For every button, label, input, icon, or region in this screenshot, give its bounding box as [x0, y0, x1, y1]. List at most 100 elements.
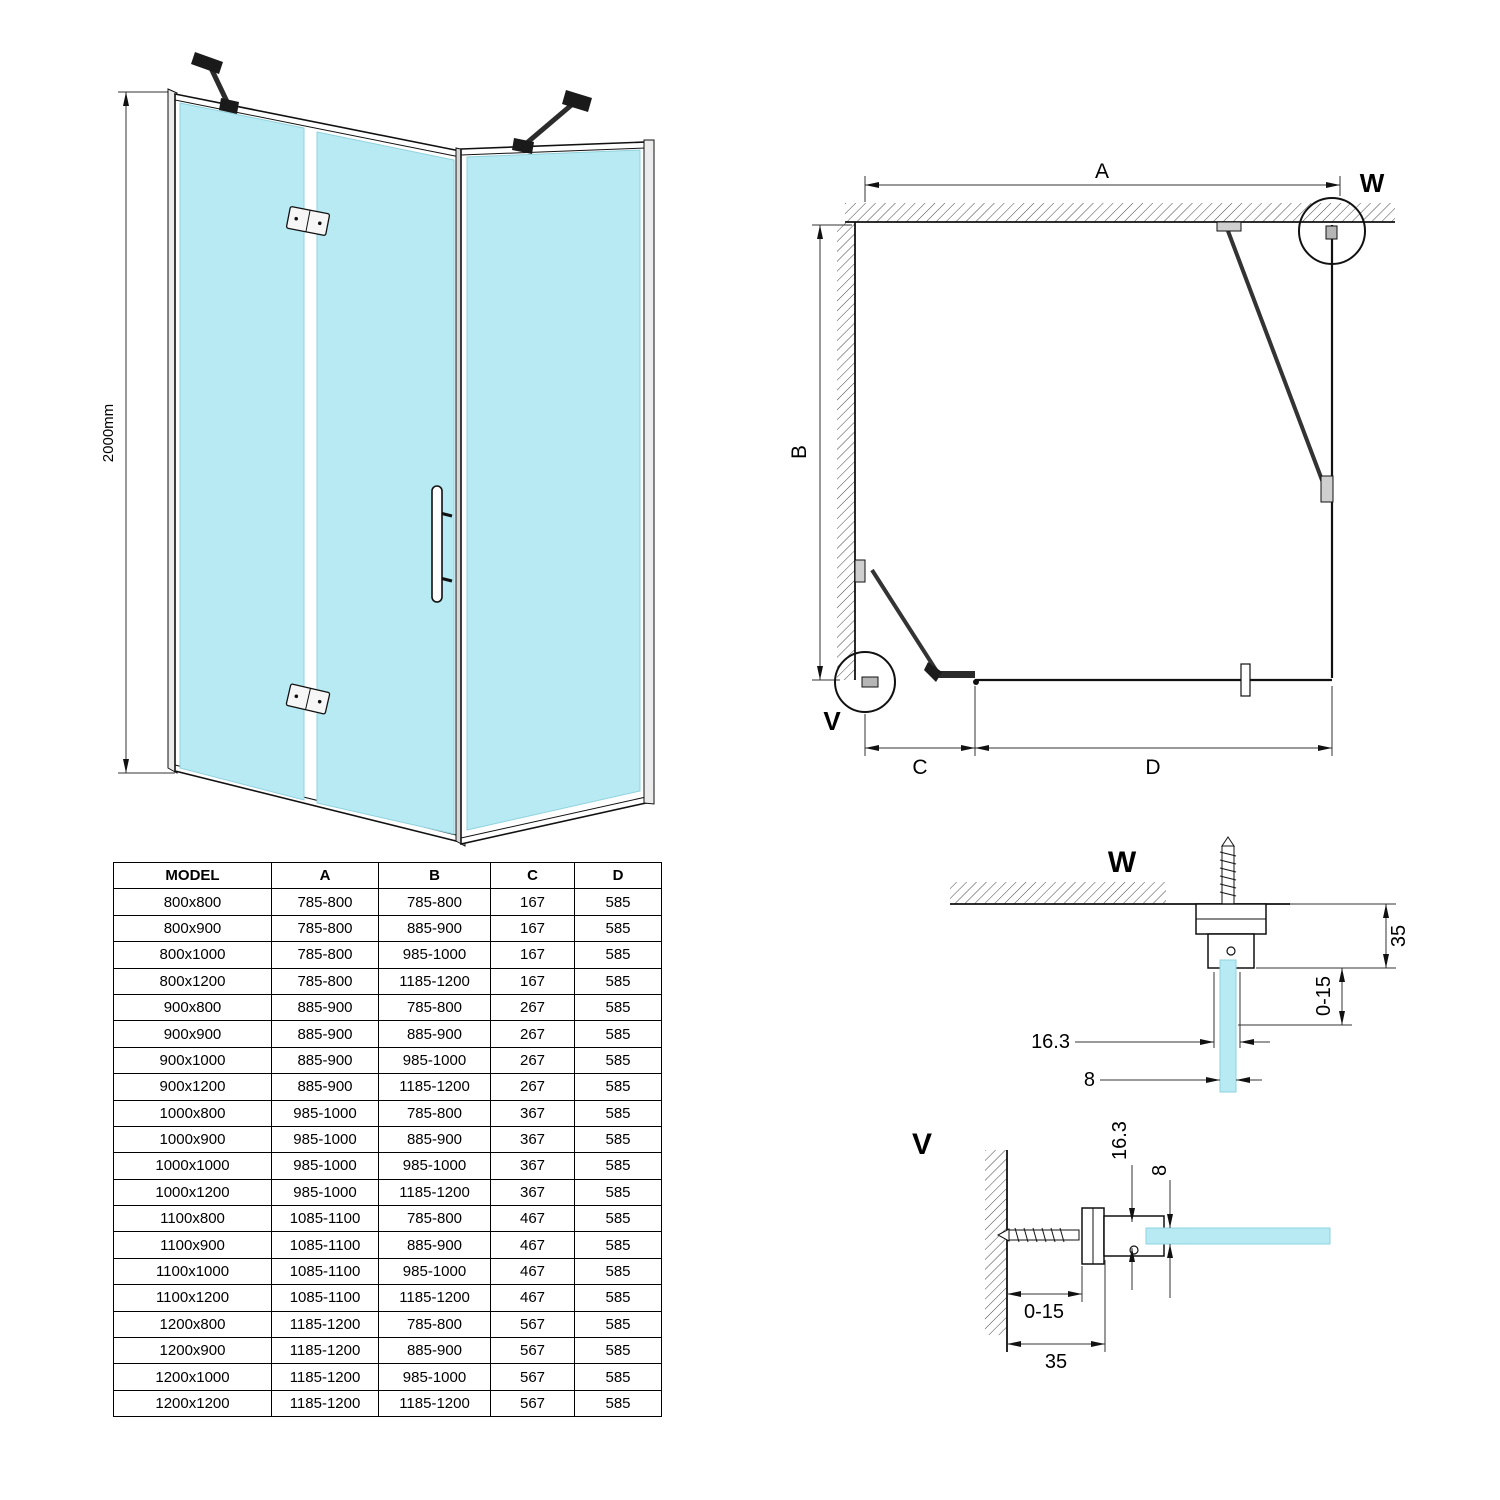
table-cell: 467 — [490, 1231, 575, 1259]
table-cell: 985-1000 — [271, 1178, 379, 1207]
top-wall — [845, 203, 1395, 223]
wall-section — [985, 1150, 1008, 1352]
detail-drawings: W — [912, 836, 1410, 1373]
table-cell: 585 — [574, 1363, 662, 1391]
table-cell: 585 — [574, 1389, 662, 1418]
table-cell: 885-900 — [378, 1125, 491, 1154]
table-cell: 1085-1100 — [271, 1284, 379, 1312]
table-cell: 585 — [574, 914, 662, 943]
table-cell: 885-900 — [271, 993, 379, 1022]
table-cell: 1185-1200 — [378, 1389, 491, 1418]
header-cell: A — [271, 861, 379, 890]
table-cell: 367 — [490, 1125, 575, 1154]
ceiling-section — [950, 882, 1290, 905]
table-cell: 1000x800 — [113, 1099, 272, 1127]
table-cell: 267 — [490, 1073, 575, 1101]
table-cell: 1185-1200 — [271, 1310, 379, 1339]
front-panel — [174, 93, 461, 844]
hinge-plate-plan — [937, 671, 975, 678]
detail-v: V — [912, 1121, 1331, 1373]
table-cell: 1085-1100 — [271, 1257, 379, 1286]
table-cell: 785-800 — [271, 967, 379, 995]
table-cell: 567 — [490, 1389, 575, 1418]
table-cell: 800x900 — [113, 914, 272, 943]
table-cell: 1085-1100 — [271, 1205, 379, 1233]
door-glass — [316, 131, 455, 835]
table-cell: 567 — [490, 1337, 575, 1365]
table-cell: 585 — [574, 1152, 662, 1180]
table-cell: 785-800 — [378, 1099, 491, 1127]
table-cell: 585 — [574, 888, 662, 916]
detail-w-dim-outer: 16.3 — [1031, 1031, 1070, 1053]
table-cell: 167 — [490, 941, 575, 969]
dimension-d — [975, 686, 1333, 756]
glass-clamp-icon — [512, 138, 534, 154]
detail-callout-v — [834, 651, 896, 713]
table-cell: 585 — [574, 993, 662, 1022]
hinge-bottom — [285, 683, 331, 715]
dimension-c — [864, 686, 976, 756]
table-cell: 1185-1200 — [378, 967, 491, 995]
table-cell: 367 — [490, 1178, 575, 1207]
table-cell: 800x800 — [113, 888, 272, 916]
table-cell: 985-1000 — [378, 1152, 491, 1180]
left-wall — [837, 222, 856, 680]
fixed-glass — [179, 102, 305, 801]
table-cell: 585 — [574, 1099, 662, 1127]
right-wall-profile — [643, 139, 655, 805]
table-cell: 900x900 — [113, 1020, 272, 1048]
front-panel-plan — [937, 663, 1332, 697]
door-handle — [431, 485, 453, 603]
table-cell: 367 — [490, 1152, 575, 1180]
isometric-shower-drawing: 2000mm — [100, 52, 655, 847]
table-cell: 800x1000 — [113, 941, 272, 969]
table-cell: 785-800 — [271, 941, 379, 969]
detail-v-dim-adjust: 0-15 — [1024, 1301, 1064, 1323]
dimension-a-label: A — [1095, 160, 1109, 183]
table-cell: 1185-1200 — [378, 1073, 491, 1101]
detail-w: W — [950, 836, 1410, 1093]
table-cell: 1200x800 — [113, 1310, 272, 1339]
dimension-a — [864, 176, 1341, 202]
glass-section-w — [1219, 959, 1237, 1093]
support-strut-plan — [854, 559, 942, 682]
table-cell: 1000x900 — [113, 1125, 272, 1154]
table-cell: 585 — [574, 967, 662, 995]
table-cell: 467 — [490, 1205, 575, 1233]
handle-plan — [1240, 663, 1251, 697]
table-cell: 267 — [490, 1020, 575, 1048]
table-cell: 985-1000 — [271, 1125, 379, 1154]
table-cell: 885-900 — [271, 1020, 379, 1048]
table-cell: 585 — [574, 1310, 662, 1339]
detail-w-dim-glass: 8 — [1084, 1069, 1095, 1091]
detail-w-dim-adjust: 0-15 — [1313, 976, 1335, 1016]
hinge-top — [285, 206, 331, 236]
fixing-screw-w — [1219, 836, 1237, 905]
table-cell: 1185-1200 — [271, 1337, 379, 1365]
table-cell: 367 — [490, 1099, 575, 1127]
table-cell: 1100x1200 — [113, 1284, 272, 1312]
table-cell: 167 — [490, 888, 575, 916]
dimension-b-label: B — [788, 445, 811, 459]
wall-bracket-icon — [562, 90, 592, 112]
table-cell: 1185-1200 — [378, 1178, 491, 1207]
table-cell: 1000x1200 — [113, 1178, 272, 1207]
table-cell: 885-900 — [271, 1046, 379, 1075]
table-cell: 900x1000 — [113, 1046, 272, 1075]
table-cell: 1085-1100 — [271, 1231, 379, 1259]
table-cell: 985-1000 — [378, 1046, 491, 1075]
table-cell: 585 — [574, 1284, 662, 1312]
table-cell: 585 — [574, 1257, 662, 1286]
